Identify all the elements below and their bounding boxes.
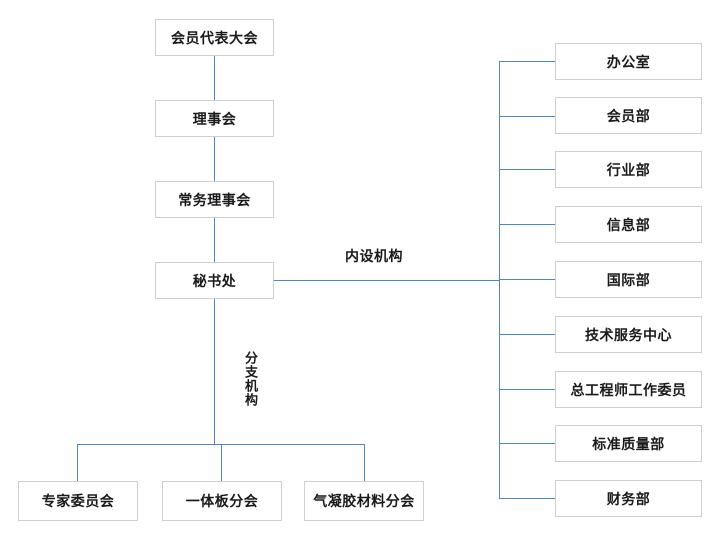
- node-panel-branch[interactable]: 一体板分会: [162, 481, 282, 521]
- node-membership[interactable]: 会员部: [555, 97, 702, 134]
- node-industry-label: 行业部: [606, 161, 651, 178]
- connector-bus-to-aerogel-branch: [364, 444, 365, 481]
- connector-bus-to-quality: [499, 443, 555, 444]
- node-secretariat[interactable]: 秘书处: [155, 262, 274, 299]
- connector-congress-to-council: [214, 56, 215, 100]
- connector-bus-to-office: [499, 61, 555, 62]
- connector-standing-to-secretariat: [214, 218, 215, 262]
- connector-bus-to-techservice: [499, 334, 555, 335]
- connector-bus-to-industry: [499, 169, 555, 170]
- node-council[interactable]: 理事会: [155, 100, 274, 137]
- node-finance-label: 财务部: [606, 490, 651, 507]
- node-office[interactable]: 办公室: [555, 43, 702, 80]
- node-congress[interactable]: 会员代表大会: [155, 19, 274, 56]
- node-secretariat-label: 秘书处: [192, 272, 237, 289]
- node-technical-service-center-label: 技术服务中心: [585, 326, 672, 343]
- node-information-label: 信息部: [606, 216, 651, 233]
- node-technical-service-center[interactable]: 技术服务中心: [555, 316, 702, 353]
- node-information[interactable]: 信息部: [555, 206, 702, 243]
- node-panel-branch-label: 一体板分会: [185, 493, 259, 509]
- node-chief-engineer-committee-label: 总工程师工作委员: [570, 381, 687, 398]
- node-international-label: 国际部: [606, 271, 651, 288]
- connector-bus-to-international: [499, 279, 555, 280]
- node-aerogel-branch-label: 气凝胶材料分会: [313, 493, 415, 509]
- node-international[interactable]: 国际部: [555, 261, 702, 298]
- connector-bus-to-panel-branch: [221, 444, 222, 481]
- connector-council-to-standing: [214, 137, 215, 181]
- node-membership-label: 会员部: [606, 107, 651, 124]
- node-standard-quality[interactable]: 标准质量部: [555, 425, 702, 462]
- connector-secretariat-to-branch-bus: [214, 299, 215, 444]
- node-industry[interactable]: 行业部: [555, 151, 702, 188]
- node-finance[interactable]: 财务部: [555, 480, 702, 517]
- connector-bus-to-membership: [499, 116, 555, 117]
- connector-secretariat-to-internal-bus: [274, 280, 499, 281]
- node-council-label: 理事会: [192, 110, 237, 127]
- internal-departments-label: 内设机构: [345, 248, 403, 264]
- node-expert-committee[interactable]: 专家委员会: [18, 481, 138, 521]
- connector-bus-to-expert-committee: [77, 444, 78, 481]
- node-aerogel-branch[interactable]: 气凝胶材料分会: [304, 481, 424, 521]
- node-expert-committee-label: 专家委员会: [41, 493, 115, 509]
- connector-bus-to-chiefengineer: [499, 389, 555, 390]
- node-standing-council[interactable]: 常务理事会: [155, 181, 274, 218]
- connector-bus-to-information: [499, 224, 555, 225]
- node-standard-quality-label: 标准质量部: [592, 435, 665, 452]
- node-standing-council-label: 常务理事会: [178, 191, 251, 208]
- node-chief-engineer-committee[interactable]: 总工程师工作委员: [555, 371, 702, 408]
- connector-bus-to-finance: [499, 498, 555, 499]
- node-congress-label: 会员代表大会: [171, 29, 258, 46]
- branch-organizations-label: 分支机构: [243, 351, 258, 407]
- node-office-label: 办公室: [606, 53, 651, 70]
